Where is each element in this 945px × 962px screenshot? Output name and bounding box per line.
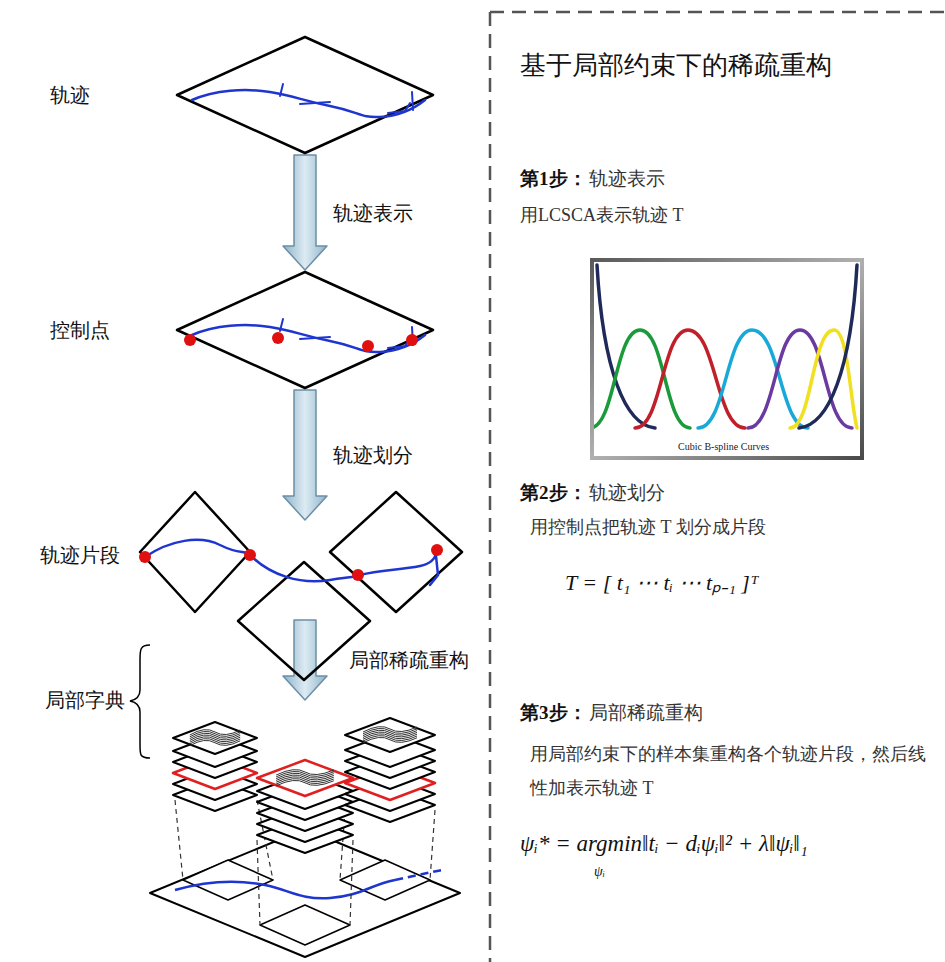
equation: T = [ t₁ ⋯ tᵢ ⋯ tₚ₋₁ ]ᵀ — [565, 570, 758, 596]
node-shape — [175, 270, 435, 390]
step-number: 第1步： — [520, 168, 587, 191]
panel-border — [490, 11, 945, 14]
diagram-node: 控制点 — [175, 270, 435, 390]
equation-subscript: ψᵢ — [594, 864, 605, 881]
edge-label: 轨迹划分 — [333, 443, 413, 467]
step-text: 用LCSCA表示轨迹 T — [520, 205, 684, 227]
edge-label: 轨迹表示 — [333, 201, 413, 225]
step-text: 用局部约束下的样本集重构各个轨迹片段，然后线性加表示轨迹 T — [530, 737, 930, 805]
step-number: 第2步： — [520, 482, 587, 505]
panel-border — [489, 12, 492, 962]
equation: ψᵢ* = argmin‖tᵢ − dᵢψᵢ‖² + λ‖ψᵢ‖₁ — [520, 830, 808, 858]
diagram-node: 轨迹 — [175, 35, 435, 155]
node-label: 局部字典 — [45, 688, 125, 712]
node-label: 轨迹片段 — [40, 543, 120, 567]
step-title: 局部稀疏重构 — [589, 702, 703, 725]
node-shape — [140, 520, 462, 620]
title-text: 基于局部约束下的稀疏重构 — [520, 50, 832, 81]
diagram-node: 轨迹片段 — [140, 520, 462, 620]
step-text: 用控制点把轨迹 T 划分成片段 — [530, 517, 766, 539]
diagram-node: 局部字典 — [150, 700, 460, 960]
step-title: 轨迹表示 — [589, 168, 665, 191]
step-title: 轨迹划分 — [589, 482, 665, 505]
flow-arrow — [283, 390, 327, 520]
step-number: 第3步： — [520, 702, 587, 725]
chart-caption: Cubic B-spline Curves — [678, 441, 769, 453]
bspline-chart — [590, 260, 862, 458]
flow-arrow — [283, 620, 327, 700]
node-label: 轨迹 — [50, 83, 90, 107]
node-shape — [150, 700, 460, 960]
flow-arrow — [283, 155, 327, 270]
node-shape — [175, 35, 435, 155]
edge-label: 局部稀疏重构 — [349, 648, 469, 672]
brace — [130, 645, 150, 758]
node-label: 控制点 — [50, 318, 110, 342]
